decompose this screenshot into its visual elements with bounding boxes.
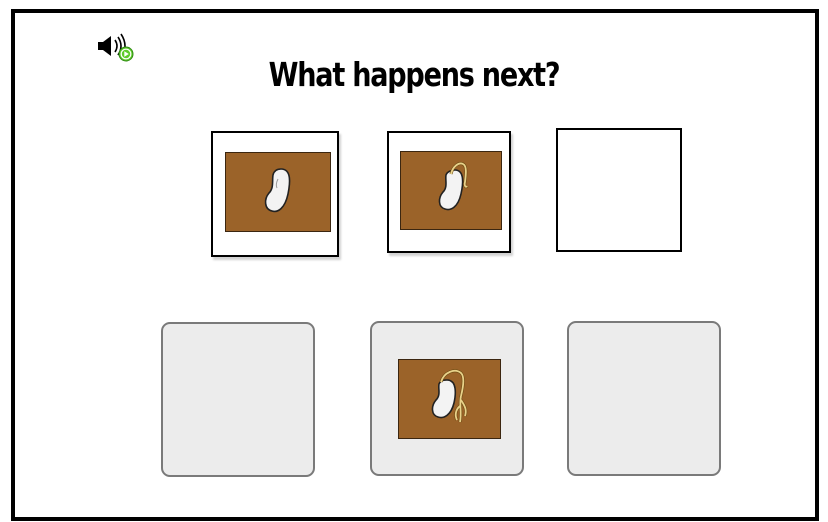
bean-seed-icon (226, 153, 332, 233)
choice-card-1[interactable] (161, 322, 315, 477)
page-title: What happens next? (75, 55, 754, 94)
soil-image (400, 151, 502, 230)
choice-card-2[interactable] (370, 321, 524, 476)
answer-slot[interactable] (556, 128, 682, 252)
bean-small-sprout-icon (401, 152, 503, 231)
soil-image (398, 359, 501, 439)
sequence-card-1 (211, 131, 339, 257)
bean-roots-icon (399, 360, 502, 440)
sequence-card-2 (387, 131, 511, 253)
soil-image (225, 152, 331, 232)
choice-card-3[interactable] (567, 321, 721, 476)
